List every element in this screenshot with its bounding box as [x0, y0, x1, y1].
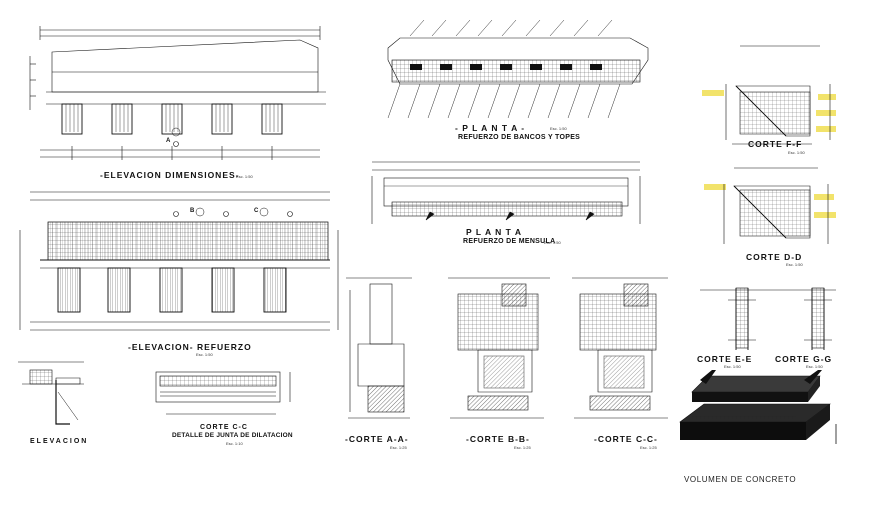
section-mark-b: B	[190, 208, 196, 214]
elevacion-dimensiones-scale: Esc. 1:50	[236, 174, 253, 179]
planta-bancos-title: - P L A N T A -	[455, 123, 526, 133]
corte-gg-title: CORTE G-G	[775, 354, 833, 364]
corte-gg-scale: Esc. 1:50	[806, 364, 823, 369]
corte-cc-junta-subtitle: DETALLE DE JUNTA DE DILATACION	[172, 432, 293, 439]
planta-bancos-subtitle: REFUERZO DE BANCOS Y TOPES	[458, 134, 581, 141]
section-mark-a: A	[166, 138, 172, 144]
elevacion-dimensiones-drawing	[29, 26, 326, 160]
planta-mensula-scale: Esc. 1:50	[544, 240, 561, 245]
corte-cc-section-title: -CORTE C-C-	[594, 434, 658, 444]
elevacion-detalle-title: ELEVACION	[30, 438, 89, 445]
section-markers	[171, 127, 269, 217]
corte-ff-title: CORTE F-F	[748, 139, 803, 149]
corte-aa-title: -CORTE A-A-	[345, 434, 409, 444]
elevacion-refuerzo-drawing	[19, 191, 339, 331]
corte-dd-scale: Esc. 1:50	[786, 262, 803, 267]
volumen-concreto-3d	[679, 370, 837, 444]
corte-cc-junta-drawing	[155, 371, 291, 415]
planta-bancos-scale: Esc. 1:50	[550, 126, 567, 131]
corte-dd-drawing	[704, 167, 836, 244]
corte-bb-drawing	[448, 277, 550, 419]
planta-mensula-title: P L A N T A	[466, 227, 523, 237]
corte-ee-gg-drawing	[700, 287, 836, 350]
corte-aa-scale: Esc. 1:25	[390, 445, 407, 450]
elevacion-refuerzo-scale: Esc. 1:50	[196, 352, 213, 357]
planta-mensula-drawing	[371, 161, 641, 224]
corte-cc-section-drawing	[572, 277, 668, 419]
planta-mensula-subtitle: REFUERZO DE MENSULA	[463, 238, 556, 245]
corte-dd-title: CORTE D-D	[746, 252, 803, 262]
elevacion-dimensiones-title: -ELEVACION DIMENSIONES-	[100, 170, 240, 180]
corte-ee-scale: Esc. 1:50	[724, 364, 741, 369]
corte-cc-junta-scale: Esc. 1:10	[226, 441, 243, 446]
volumen-concreto-label: VOLUMEN DE CONCRETO	[684, 475, 797, 484]
corte-cc-junta-title: CORTE C-C	[200, 424, 248, 431]
corte-bb-scale: Esc. 1:25	[514, 445, 531, 450]
corte-ee-title: CORTE E-E	[697, 354, 753, 364]
corte-aa-drawing	[346, 277, 412, 419]
elevacion-refuerzo-title: -ELEVACION- REFUERZO	[128, 342, 252, 352]
section-mark-c: C	[254, 208, 260, 214]
corte-ff-scale: Esc. 1:50	[788, 150, 805, 155]
planta-bancos-drawing	[387, 19, 649, 119]
corte-ff-drawing	[702, 45, 836, 145]
corte-bb-title: -CORTE B-B-	[466, 434, 530, 444]
elevacion-detalle-drawing	[18, 361, 84, 425]
corte-cc-section-scale: Esc. 1:25	[640, 445, 657, 450]
